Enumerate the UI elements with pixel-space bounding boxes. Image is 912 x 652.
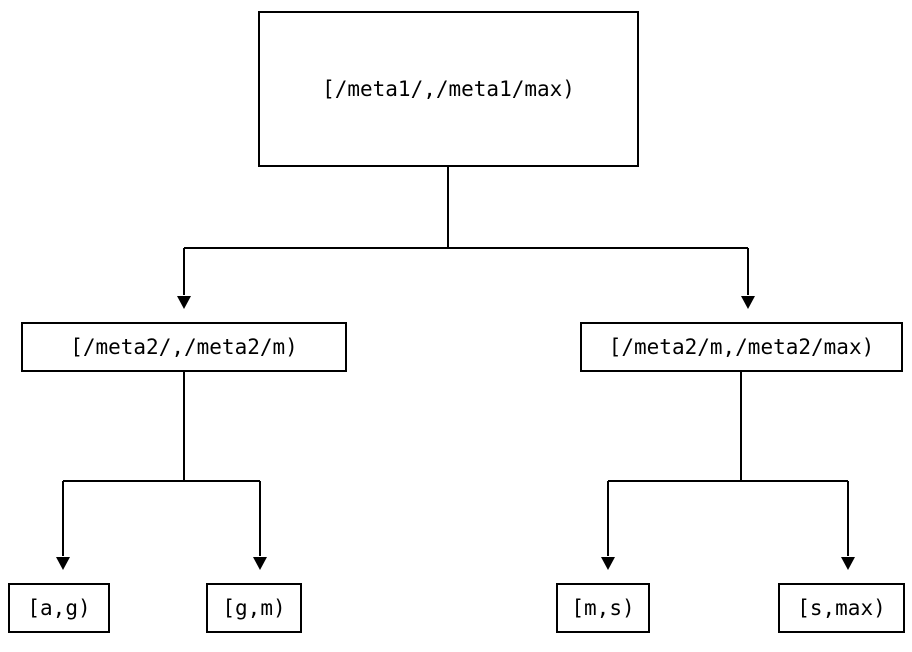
tree-node-leaf-a-g-label: [a,g) (27, 595, 91, 620)
arrowhead-to-mid-right (741, 296, 755, 309)
tree-node-mid-right-label: [/meta2/m,/meta2/max) (608, 334, 875, 359)
arrowhead-to-leaf-s-max (841, 557, 855, 570)
connector-root-split (177, 167, 755, 309)
tree-node-leaf-m-s-label: [m,s) (571, 595, 635, 620)
tree-node-mid-left-label: [/meta2/,/meta2/m) (70, 334, 298, 359)
tree-node-mid-right[interactable]: [/meta2/m,/meta2/max) (580, 322, 903, 372)
arrowhead-to-mid-left (177, 296, 191, 309)
tree-node-leaf-g-m[interactable]: [g,m) (206, 583, 302, 633)
arrowhead-to-leaf-m-s (601, 557, 615, 570)
tree-node-leaf-g-m-label: [g,m) (222, 595, 286, 620)
arrowhead-to-leaf-a-g (56, 557, 70, 570)
arrowhead-to-leaf-g-m (253, 557, 267, 570)
connector-left-split (56, 372, 267, 570)
tree-node-leaf-s-max-label: [s,max) (797, 595, 886, 620)
tree-node-leaf-a-g[interactable]: [a,g) (8, 583, 110, 633)
connector-right-split (601, 372, 855, 570)
tree-node-mid-left[interactable]: [/meta2/,/meta2/m) (21, 322, 347, 372)
tree-node-root-label: [/meta1/,/meta1/max) (322, 76, 575, 101)
tree-node-leaf-m-s[interactable]: [m,s) (556, 583, 650, 633)
tree-node-leaf-s-max[interactable]: [s,max) (778, 583, 905, 633)
tree-node-root[interactable]: [/meta1/,/meta1/max) (258, 11, 639, 167)
